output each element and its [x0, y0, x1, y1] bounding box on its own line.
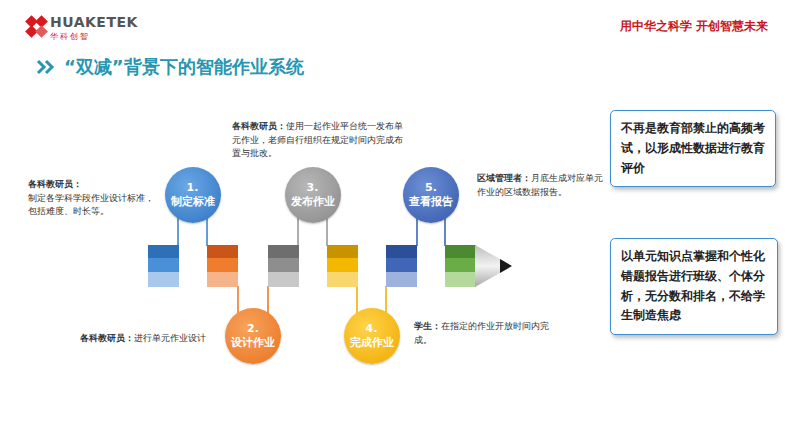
pencil-segment	[445, 258, 476, 272]
step-name: 查看报告	[409, 195, 453, 209]
logo-text: HUAKETEK	[50, 14, 138, 30]
callout-text: 以单元知识点掌握和个性化错题报告进行班级、个体分析，无分数和排名，不给学生制造焦…	[621, 247, 767, 326]
pencil-segment	[268, 258, 299, 272]
step-name: 完成作业	[350, 336, 394, 350]
pencil-segment	[386, 245, 417, 258]
pencil-segment	[148, 272, 179, 287]
step-note-group: 区域管理者：月底生成对应单元作业的区域数据报告。	[477, 172, 605, 199]
pencil-segment	[148, 245, 179, 258]
logo-icon	[25, 15, 48, 38]
step-note-group: 学生：在指定的作业开放时间内完成。	[414, 320, 564, 347]
pencil-segment	[327, 245, 358, 258]
step-circle: 1.制定标准	[165, 167, 221, 223]
callout-box: 不再是教育部禁止的高频考试，以形成性数据进行教育评价	[610, 110, 776, 187]
note-text: 制定各学科学段作业设计标准，包括难度、时长等。	[28, 193, 154, 217]
pencil-segment	[386, 258, 417, 272]
step-circle: 4.完成作业	[344, 308, 400, 364]
logo-subtext: 华科创智	[50, 32, 90, 41]
title-chevrons	[38, 61, 52, 73]
step-circle: 5.查看报告	[403, 167, 459, 223]
pencil-segment	[327, 272, 358, 287]
pencil-segment	[386, 272, 417, 287]
pencil-segment	[445, 245, 476, 258]
pencil-segment	[445, 272, 476, 287]
step-note-group: 各科教研员：进行单元作业设计	[80, 332, 230, 346]
pencil-segment	[207, 258, 238, 272]
pencil-segment	[207, 245, 238, 258]
step-number: 3.	[307, 181, 319, 195]
role-heading: 区域管理者：	[477, 173, 531, 183]
role-heading: 学生：	[414, 321, 441, 331]
pencil-bar	[148, 245, 476, 287]
pencil-segment	[207, 272, 238, 287]
step-name: 设计作业	[231, 336, 275, 350]
slogan-group: 用中华之科学 开创智慧未来	[620, 18, 768, 35]
callout-text: 不再是教育部禁止的高频考试，以形成性数据进行教育评价	[621, 119, 765, 178]
logo-subtext-group: 华科创智	[50, 31, 90, 42]
step-number: 4.	[366, 322, 378, 336]
role-heading: 各科教研员：	[80, 333, 134, 343]
step-circle: 2.设计作业	[225, 308, 281, 364]
step-name: 发布作业	[291, 195, 335, 209]
step-number: 2.	[247, 322, 259, 336]
pencil-segment	[268, 272, 299, 287]
pencil-segment	[148, 258, 179, 272]
step-name: 制定标准	[171, 195, 215, 209]
logo-text-group: HUAKETEK	[50, 14, 138, 30]
callout-box: 以单元知识点掌握和个性化错题报告进行班级、个体分析，无分数和排名，不给学生制造焦…	[610, 238, 778, 335]
role-heading: 各科教研员：	[232, 121, 286, 131]
step-circle: 3.发布作业	[285, 167, 341, 223]
note-text: 进行单元作业设计	[134, 333, 206, 343]
step-number: 5.	[425, 181, 437, 195]
pencil-tip	[475, 245, 512, 287]
step-note-group: 各科教研员：制定各学科学段作业设计标准，包括难度、时长等。	[28, 178, 160, 219]
step-number: 1.	[187, 181, 199, 195]
pencil-lead	[500, 259, 512, 273]
title: “双减”背景下的智能作业系统	[64, 55, 304, 79]
slogan: 用中华之科学 开创智慧未来	[620, 19, 768, 33]
pencil-segment	[268, 245, 299, 258]
step-note-group: 各科教研员：使用一起作业平台统一发布单元作业，老师自行组织在规定时间内完成布置与…	[232, 120, 404, 161]
pencil-segment	[327, 258, 358, 272]
role-heading: 各科教研员：	[28, 178, 160, 192]
